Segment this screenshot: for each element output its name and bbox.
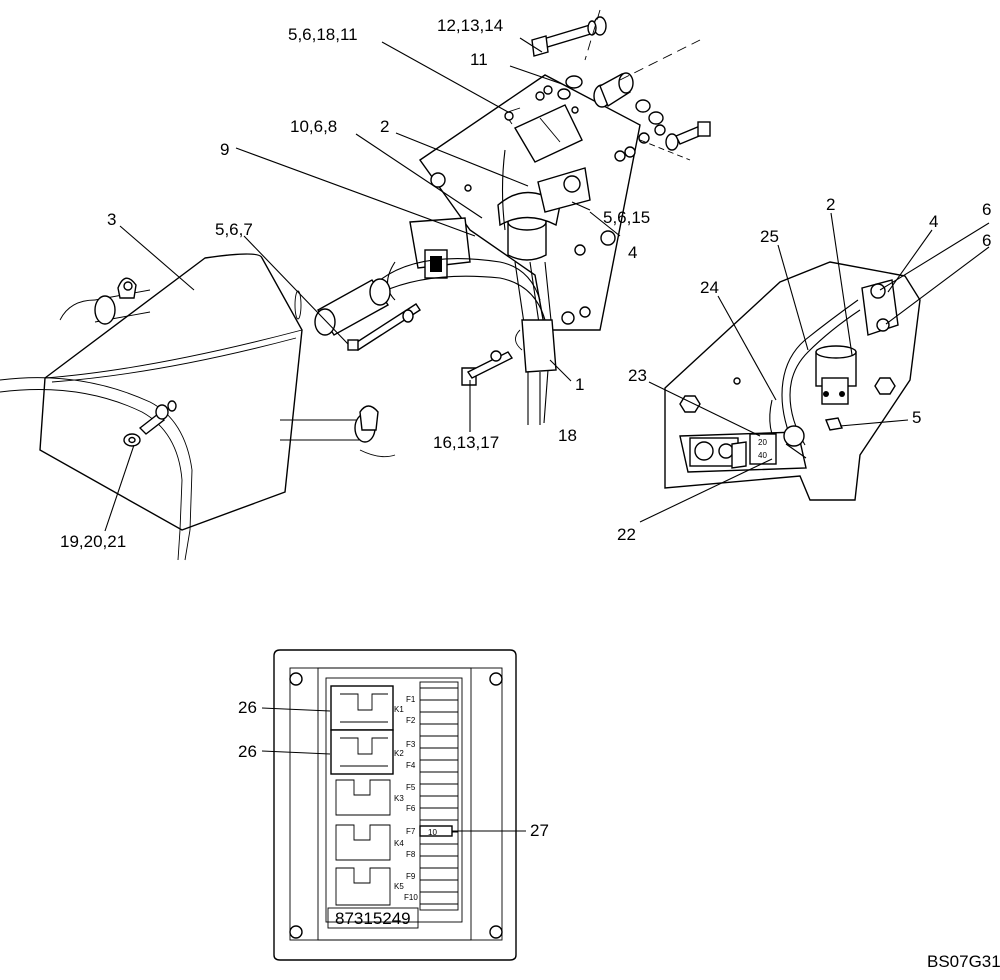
- fuse-box-part-number: 87315249: [335, 909, 411, 928]
- callout-22: 22: [617, 525, 636, 544]
- fuse-f5-label: F5: [406, 783, 416, 792]
- fuse-box: 10 K1 K2 K3 K4 K5 F1 F2 F3 F4 F5 F6 F7 F…: [273, 649, 517, 961]
- harness-assembly: [314, 9, 711, 425]
- callout-10-6-8: 10,6,8: [290, 117, 337, 136]
- callout-4-right: 4: [929, 212, 938, 231]
- fuse-f7-label: F7: [406, 827, 416, 836]
- fuse-f2-label: F2: [406, 716, 416, 725]
- breaker-top-rating: 20: [758, 438, 767, 447]
- fuse-f10-label: F10: [404, 893, 418, 902]
- callout-6-upper: 6: [982, 200, 991, 219]
- fuse-f9-label: F9: [406, 872, 416, 881]
- fuse-f8-label: F8: [406, 850, 416, 859]
- battery-box-panel: 20 40: [664, 261, 921, 501]
- relay-k4-label: K4: [394, 839, 404, 848]
- callout-12-13-14: 12,13,14: [437, 16, 503, 35]
- callout-6-lower: 6: [982, 231, 991, 250]
- callout-24: 24: [700, 278, 719, 297]
- callout-5-6-15: 5,6,15: [603, 208, 650, 227]
- fender-cover: [0, 253, 396, 561]
- fuse-f6-label: F6: [406, 804, 416, 813]
- relay-k3-label: K3: [394, 794, 404, 803]
- callout-5-6-18-11: 5,6,18,11: [288, 25, 358, 44]
- callout-26-lower: 26: [238, 742, 257, 761]
- callout-5-right: 5: [912, 408, 921, 427]
- fuse-f7-rating: 10: [428, 828, 437, 837]
- fuse-f3-label: F3: [406, 740, 416, 749]
- callout-4-center: 4: [628, 243, 637, 262]
- callout-23: 23: [628, 366, 647, 385]
- callout-9: 9: [220, 140, 229, 159]
- callout-3: 3: [107, 210, 116, 229]
- callout-1: 1: [575, 375, 584, 394]
- callout-18: 18: [558, 426, 577, 445]
- fuse-f1-label: F1: [406, 695, 416, 704]
- callout-19-20-21: 19,20,21: [60, 532, 126, 551]
- callout-5-6-7: 5,6,7: [215, 220, 253, 239]
- relay-k5-label: K5: [394, 882, 404, 891]
- callout-2-center: 2: [380, 117, 389, 136]
- relay-k1-label: K1: [394, 705, 404, 714]
- leader-lines: [104, 37, 990, 832]
- callout-11: 11: [470, 50, 488, 69]
- breaker-bottom-rating: 40: [758, 451, 767, 460]
- drawing-id: BS07G313: [927, 952, 1000, 971]
- callout-16-13-17: 16,13,17: [433, 433, 499, 452]
- relay-k2-label: K2: [394, 749, 404, 758]
- callout-27: 27: [530, 821, 549, 840]
- callout-25: 25: [760, 227, 779, 246]
- callout-labels: 5,6,18,11 12,13,14 11 10,6,8 2 9 3 5,6,7…: [60, 16, 991, 840]
- callout-2-right: 2: [826, 195, 835, 214]
- callout-26-upper: 26: [238, 698, 257, 717]
- fuse-f4-label: F4: [406, 761, 416, 770]
